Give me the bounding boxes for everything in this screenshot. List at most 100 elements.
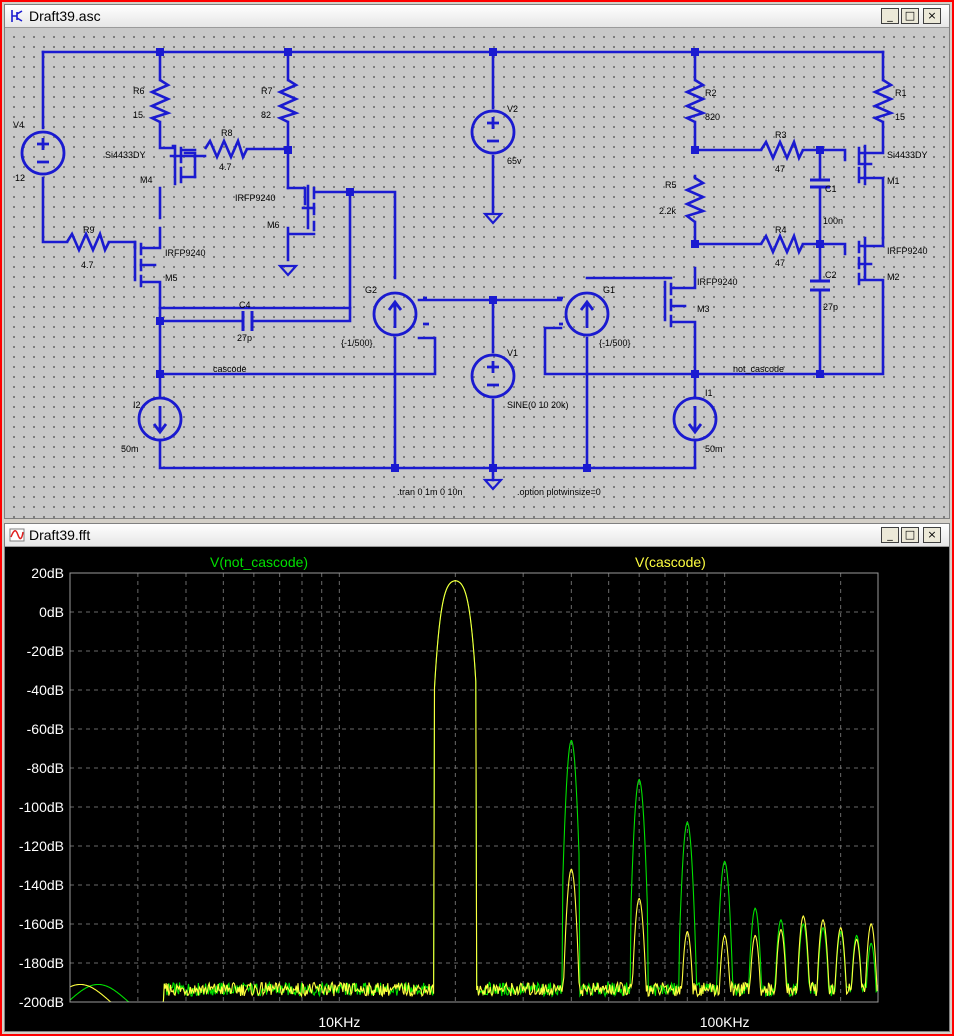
data-point: [638, 778, 640, 781]
x-axis-ticks: 10KHz 100KHz: [318, 1014, 749, 1030]
data-point: [870, 923, 872, 925]
data-point: [754, 934, 756, 937]
y-tick-label: -200dB: [19, 994, 64, 1010]
data-point: [780, 919, 782, 921]
data-point: [839, 931, 842, 933]
schematic-app-icon: [11, 10, 23, 22]
data-point: [870, 942, 872, 945]
plot-traces: [69, 580, 879, 1003]
label-r8-value: 4.7: [219, 162, 232, 172]
close-button[interactable]: ×: [923, 527, 941, 543]
fft-plot-area[interactable]: V(not_cascode) V(cascode) 20dB 0dB -20dB -4…: [5, 547, 949, 1031]
maximize-button[interactable]: □: [901, 8, 919, 24]
y-tick-label: -20dB: [27, 643, 64, 659]
trace-vcascode: [69, 580, 879, 1003]
spice-directive-option: .option plotwinsize=0: [517, 487, 601, 497]
label-c1: C1: [825, 184, 837, 194]
data-point: [839, 927, 842, 929]
schematic-window-title: Draft39.asc: [29, 8, 101, 24]
data-point: [822, 927, 824, 929]
legend-not-cascode[interactable]: V(not_cascode): [210, 554, 308, 570]
plot-grid: [70, 573, 878, 1002]
fft-window: Draft39.fft _ □ × V(not_cascode) V(casco…: [4, 523, 950, 1032]
label-c2-value: 27p: [823, 302, 838, 312]
label-r4: R4: [775, 225, 787, 235]
data-point: [802, 923, 805, 925]
label-m1-model: Si4433DY: [887, 150, 928, 160]
y-tick-label: -80dB: [27, 760, 64, 776]
y-tick-label: -120dB: [19, 838, 64, 854]
label-c4: C4: [239, 300, 251, 310]
label-v2-value: 65v: [507, 156, 522, 166]
minimize-button[interactable]: _: [881, 8, 899, 24]
fft-titlebar[interactable]: Draft39.fft _ □ ×: [5, 524, 949, 547]
label-m4: M4: [140, 175, 153, 185]
data-point: [855, 938, 858, 941]
label-r1: R1: [895, 88, 907, 98]
label-c2: C2: [825, 270, 837, 280]
current-sources: [137, 291, 718, 442]
y-tick-label: -160dB: [19, 916, 64, 932]
fft-chart[interactable]: V(not_cascode) V(cascode) 20dB 0dB -20dB -4…: [5, 547, 949, 1031]
label-g1-value: {-1/500}: [599, 338, 631, 348]
label-r4-value: 47: [775, 258, 785, 268]
data-point: [570, 739, 573, 742]
data-point: [754, 907, 756, 910]
label-r3: R3: [775, 130, 787, 140]
spice-directive-tran: .tran 0 1m 0 10n: [397, 487, 463, 497]
data-point: [570, 868, 573, 871]
y-tick-label: -60dB: [27, 721, 64, 737]
x-tick-label: 10KHz: [318, 1014, 360, 1030]
label-r9-value: 4.7: [81, 260, 94, 270]
label-m6-model: IRFP9240: [235, 193, 276, 203]
label-r3-value: 47: [775, 164, 785, 174]
data-point: [802, 915, 805, 917]
data-point: [686, 821, 689, 824]
data-point: [686, 931, 689, 933]
net-label-cascode: cascode: [213, 364, 247, 374]
y-tick-label: -40dB: [27, 682, 64, 698]
label-g2: G2: [365, 285, 377, 295]
label-m3: M3: [697, 304, 710, 314]
schematic-titlebar[interactable]: Draft39.asc _ □ ×: [5, 5, 949, 28]
label-r2-value: 820: [705, 112, 720, 122]
data-point: [780, 929, 782, 931]
label-m3-model: IRFP9240: [697, 277, 738, 287]
y-tick-label: 0dB: [39, 604, 64, 620]
label-m5-model: IRFP9240: [165, 248, 206, 258]
label-m5: M5: [165, 273, 178, 283]
label-r6: R6: [133, 86, 145, 96]
waveform-app-icon: [9, 528, 25, 542]
label-v4-value: 12: [15, 173, 25, 183]
data-point: [638, 897, 640, 900]
label-c4-value: 27p: [237, 333, 252, 343]
schematic-canvas[interactable]: V4 12 R6 15 R7 82 R8 4.7 Si4433DY M4 IRF…: [5, 28, 949, 518]
wires: [41, 50, 885, 482]
label-m1: M1: [887, 176, 900, 186]
label-m4-model: Si4433DY: [105, 150, 146, 160]
x-tick-label: 100KHz: [700, 1014, 750, 1030]
label-m2: M2: [887, 272, 900, 282]
label-g1: G1: [603, 285, 615, 295]
label-r6-value: 15: [133, 110, 143, 120]
maximize-button[interactable]: □: [901, 527, 919, 543]
label-r7-value: 82: [261, 110, 271, 120]
y-tick-label: 20dB: [31, 565, 64, 581]
y-tick-label: -140dB: [19, 877, 64, 893]
label-v4: V4: [13, 120, 24, 130]
label-i2-value: 50m: [121, 444, 139, 454]
close-button[interactable]: ×: [923, 8, 941, 24]
label-r5-value: 2.2k: [659, 206, 677, 216]
label-r2: R2: [705, 88, 717, 98]
label-r5: R5: [665, 180, 677, 190]
net-label-not-cascode: not_cascode: [733, 364, 784, 374]
minimize-button[interactable]: _: [881, 527, 899, 543]
fft-window-title: Draft39.fft: [29, 527, 91, 543]
legend-cascode[interactable]: V(cascode): [635, 554, 706, 570]
label-m2-model: IRFP9240: [887, 246, 928, 256]
label-i1: I1: [705, 388, 713, 398]
label-r8: R8: [221, 128, 233, 138]
label-v2: V2: [507, 104, 518, 114]
y-tick-label: -180dB: [19, 955, 64, 971]
